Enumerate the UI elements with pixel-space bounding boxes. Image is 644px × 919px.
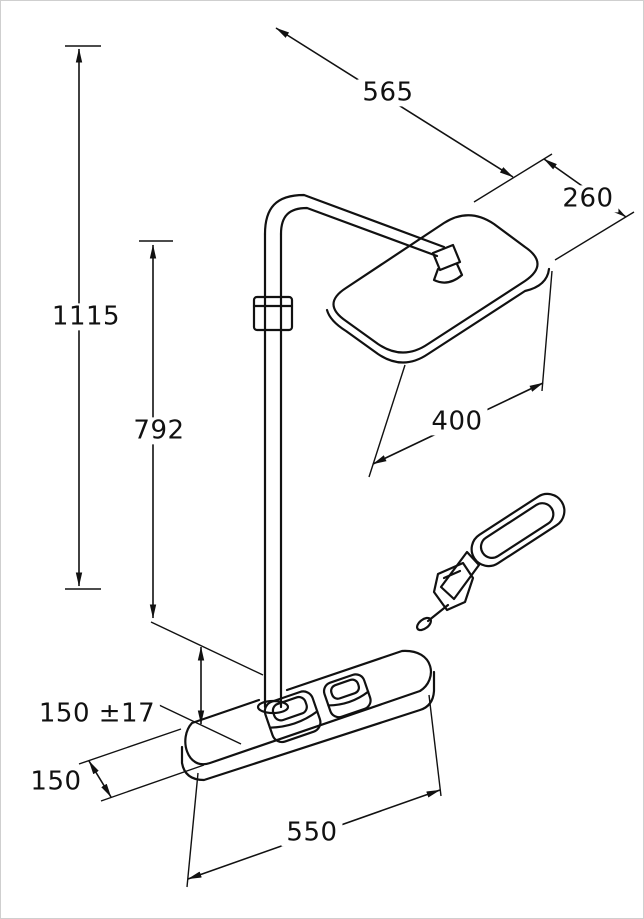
extension-lines <box>65 45 635 888</box>
ext-lines-550 <box>186 694 442 888</box>
shelf-front-face <box>180 670 436 782</box>
dim-label-792: 792 <box>128 417 190 445</box>
dim-label-260: 260 <box>557 185 619 213</box>
arm-connector-nut <box>431 243 462 272</box>
dimension-line-150 <box>88 760 112 798</box>
overhead-shower-plate-thickness <box>325 267 551 364</box>
hand-shower-head <box>470 492 566 568</box>
dim-label-1115: 1115 <box>46 303 126 331</box>
hand-shower <box>416 492 566 632</box>
ext-ticks-1115 <box>65 45 101 590</box>
hand-shower-spray-face <box>479 502 555 559</box>
dim-label-400: 400 <box>426 408 488 436</box>
hand-shower-lever-knob <box>416 616 432 632</box>
control-knob-right-edge <box>327 690 370 707</box>
dim-label-565: 565 <box>357 79 419 107</box>
control-knob-right <box>322 673 372 719</box>
dim-label-150-tol: 150 ±17 <box>33 700 161 728</box>
hand-shower-handle <box>439 550 481 601</box>
control-knob-right-top <box>330 678 361 700</box>
hand-shower-head-outline <box>470 492 566 568</box>
control-knob-right-body <box>322 673 372 719</box>
overhead-shower-plate <box>332 214 539 354</box>
product-outline <box>180 193 566 782</box>
hand-shower-lever <box>426 603 450 623</box>
ext-lines-150 <box>78 728 205 802</box>
riser-pipe <box>263 232 283 709</box>
hand-shower-bracket <box>432 561 475 612</box>
ext-lines-150-tol <box>150 621 264 745</box>
dimension-lines <box>75 27 627 880</box>
ext-lines-400 <box>368 270 553 478</box>
ext-line-head-right-corner <box>554 211 635 261</box>
shower-arm-outer <box>263 193 446 249</box>
control-knob-left-body <box>263 690 322 744</box>
hand-shower-bracket-line <box>442 569 462 580</box>
shower-arm-inner <box>279 206 439 258</box>
pipe-slider-clamp <box>252 295 294 332</box>
control-knob-left <box>263 690 322 744</box>
control-knob-left-top <box>271 695 308 722</box>
arm-connector-cone <box>432 262 464 284</box>
dim-label-550: 550 <box>281 819 343 847</box>
dim-label-150: 150 <box>25 768 87 796</box>
control-knob-left-edge <box>268 710 319 729</box>
ext-line-head-top-corner <box>473 153 553 203</box>
shelf-top-face <box>184 649 433 766</box>
